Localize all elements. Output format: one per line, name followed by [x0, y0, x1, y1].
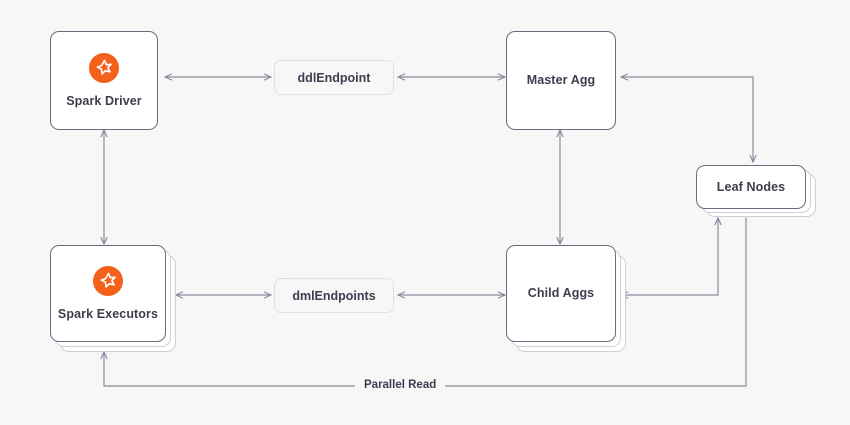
spark-logo-icon — [89, 52, 119, 83]
endpoint-label: dmlEndpoints — [292, 288, 376, 303]
endpoint-label: ddlEndpoint — [297, 70, 371, 85]
node-leaf-nodes[interactable]: Leaf Nodes — [696, 165, 806, 209]
wire-childaggs-leafnodes — [620, 217, 722, 299]
wire-masteragg-leafnodes — [620, 73, 757, 163]
edge-label-parallel-read: Parallel Read — [355, 379, 446, 392]
node-label: Spark Executors — [57, 306, 159, 321]
node-master-agg[interactable]: Master Agg — [506, 31, 616, 130]
node-child-aggs[interactable]: Child Aggs — [506, 245, 616, 342]
node-label: Master Agg — [526, 73, 596, 87]
node-label: Spark Driver — [66, 93, 142, 108]
node-spark-executors[interactable]: Spark Executors — [50, 245, 166, 342]
spark-logo-icon — [93, 265, 123, 296]
wire-parallel-read — [100, 217, 747, 387]
endpoint-dml[interactable]: dmlEndpoints — [274, 278, 394, 313]
node-spark-driver[interactable]: Spark Driver — [50, 31, 158, 130]
node-label: Leaf Nodes — [716, 179, 786, 194]
node-label: Child Aggs — [527, 286, 595, 300]
endpoint-ddl[interactable]: ddlEndpoint — [274, 60, 394, 95]
